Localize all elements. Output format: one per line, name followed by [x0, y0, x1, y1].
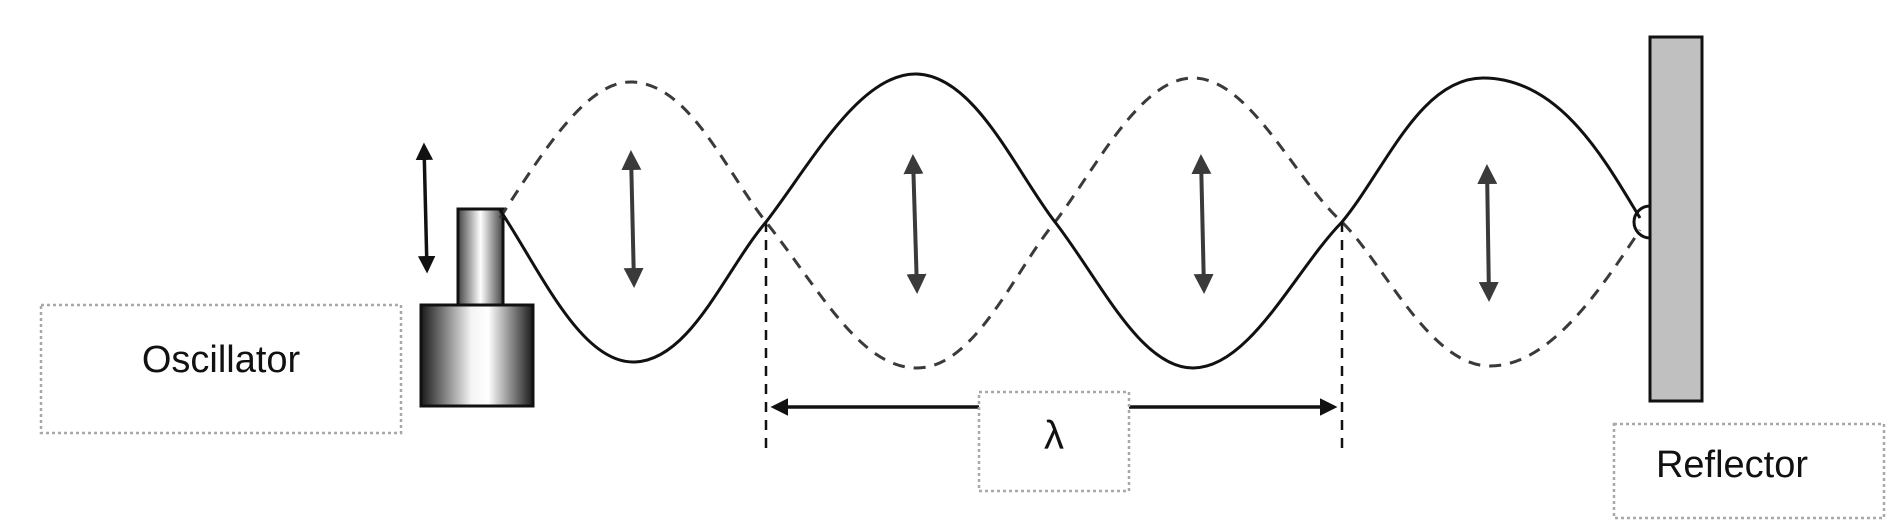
reflector-contact — [1632, 204, 1651, 240]
oscillator-device — [419, 207, 535, 408]
solid-standing-wave — [498, 72, 1642, 370]
antinode-arrow-icon — [1191, 154, 1214, 294]
reflector — [1632, 35, 1704, 403]
wavelength-label: λ — [1044, 414, 1064, 458]
oscillator-body — [419, 303, 535, 408]
oscillator-label: Oscillator — [142, 339, 301, 381]
antinode-arrow-icon — [903, 154, 927, 294]
oscillator-rod — [456, 207, 505, 307]
reflector-label-box: Reflector — [1612, 422, 1886, 520]
oscillation-arrow-icon — [415, 142, 436, 274]
reflector-plate — [1648, 35, 1704, 403]
antinode-arrow-icon — [1477, 164, 1499, 302]
reflector-label: Reflector — [1656, 444, 1808, 486]
oscillator-label-box: Oscillator — [39, 303, 403, 435]
dashed-standing-wave — [498, 76, 1642, 370]
antinode-arrow-icon — [621, 150, 644, 288]
wavelength-label-box: λ — [977, 390, 1131, 493]
